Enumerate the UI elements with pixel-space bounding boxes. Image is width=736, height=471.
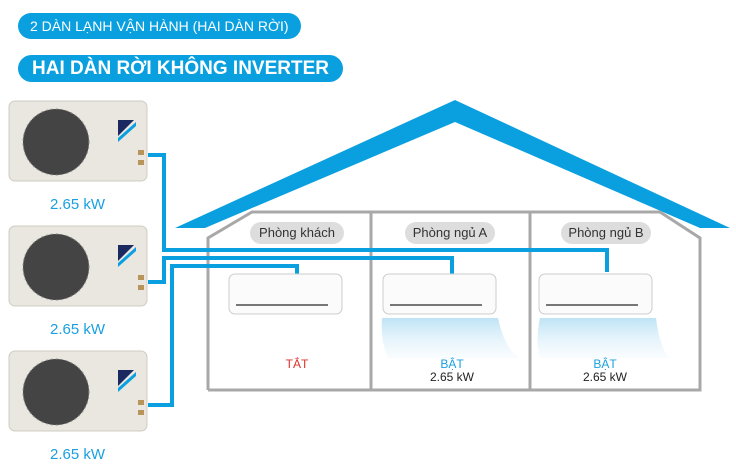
pipe-to-room-b (148, 153, 609, 272)
room-state-off: TẮT (285, 357, 309, 371)
pipe-to-living-room (148, 264, 299, 407)
room-label-bedroom-b: Phòng ngủ B (561, 222, 651, 244)
subtitle-badge: 2 DÀN LẠNH VẬN HÀNH (HAI DÀN RỜI) (18, 13, 301, 39)
outdoor-unit-icon (8, 350, 148, 432)
room-power: 2.65 kW (582, 370, 627, 384)
indoor-unit-icon (538, 273, 653, 315)
airflow (381, 318, 520, 358)
room-state-on: BẬT (440, 357, 464, 371)
indoor-unit-icon (228, 273, 343, 315)
house-wall (206, 210, 702, 392)
page-title: HAI DÀN RỜI KHÔNG INVERTER (18, 55, 343, 82)
roof (175, 100, 730, 228)
outdoor-unit-capacity: 2.65 kW (50, 446, 106, 463)
outdoor-unit-icon (8, 100, 148, 182)
outdoor-unit-icon (8, 225, 148, 307)
room-label-living: Phòng khách (250, 222, 344, 244)
indoor-unit-icon (382, 273, 497, 315)
outdoor-unit-capacity: 2.65 kW (50, 321, 106, 338)
airflow (537, 318, 670, 358)
room-state-on: BẬT (593, 357, 617, 371)
outdoor-unit-capacity: 2.65 kW (50, 196, 106, 213)
room-power: 2.65 kW (429, 370, 474, 384)
room-label-bedroom-a: Phòng ngủ A (405, 222, 495, 244)
pipe-to-room-a (148, 256, 454, 284)
